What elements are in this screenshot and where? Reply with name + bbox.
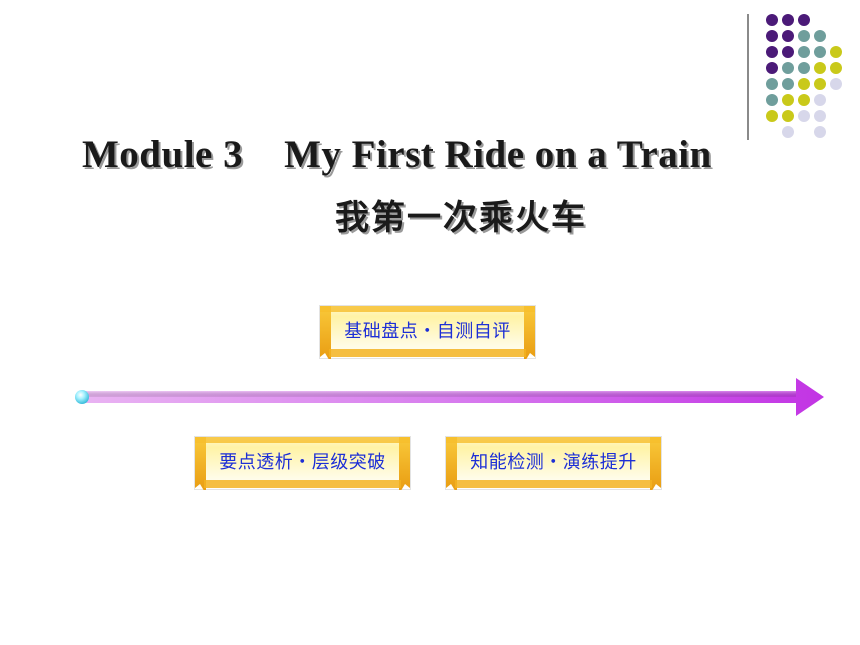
slide-title: Module 3 My First Ride on a Train: [82, 133, 712, 176]
basics-review-button[interactable]: 基础盘点・自测自评: [319, 305, 536, 359]
keypoints-analysis-button[interactable]: 要点透析・层级突破: [194, 436, 411, 490]
button-banner: [445, 436, 662, 490]
dot: [782, 94, 794, 106]
arrow-highlight: [82, 391, 796, 397]
dot: [766, 78, 778, 90]
arrow-start-ball: [75, 390, 89, 404]
dot: [766, 46, 778, 58]
left-ribbon: [195, 437, 206, 490]
dot: [814, 78, 826, 90]
right-ribbon: [650, 437, 661, 490]
dot: [782, 126, 794, 138]
dot: [830, 78, 842, 90]
dot: [798, 110, 810, 122]
dot: [798, 30, 810, 42]
dot: [814, 62, 826, 74]
button-label: 要点透析・层级突破: [219, 452, 386, 473]
button-banner: [194, 436, 411, 490]
slide-subtitle: 我第一次乘火车: [335, 198, 587, 238]
dot: [814, 94, 826, 106]
top-band: [320, 306, 535, 312]
dot: [814, 126, 826, 138]
button-label: 知能检测・演练提升: [470, 452, 637, 473]
dot: [782, 62, 794, 74]
dot: [798, 62, 810, 74]
bottom-band: [204, 480, 401, 488]
left-ribbon: [446, 437, 457, 490]
dot: [830, 46, 842, 58]
decorative-dots: [766, 14, 842, 138]
dot: [766, 110, 778, 122]
dot: [782, 14, 794, 26]
dot: [782, 46, 794, 58]
dot: [798, 78, 810, 90]
divider-line: [747, 14, 749, 140]
dot: [782, 110, 794, 122]
dot: [798, 14, 810, 26]
left-ribbon: [320, 306, 331, 359]
practice-test-button[interactable]: 知能检测・演练提升: [445, 436, 662, 490]
dot: [766, 30, 778, 42]
dot: [782, 78, 794, 90]
dot: [814, 110, 826, 122]
timeline-arrow: [75, 378, 824, 416]
right-ribbon: [399, 437, 410, 490]
dot: [766, 62, 778, 74]
button-banner: [319, 305, 536, 359]
bottom-band: [455, 480, 652, 488]
dot: [814, 46, 826, 58]
right-ribbon: [524, 306, 535, 359]
button-label: 基础盘点・自测自评: [344, 321, 511, 342]
dot: [782, 30, 794, 42]
dot: [798, 94, 810, 106]
dot: [798, 46, 810, 58]
bottom-band: [329, 349, 526, 357]
dot: [814, 30, 826, 42]
dot: [766, 14, 778, 26]
dot: [766, 94, 778, 106]
top-band: [446, 437, 661, 443]
top-band: [195, 437, 410, 443]
dot: [830, 62, 842, 74]
